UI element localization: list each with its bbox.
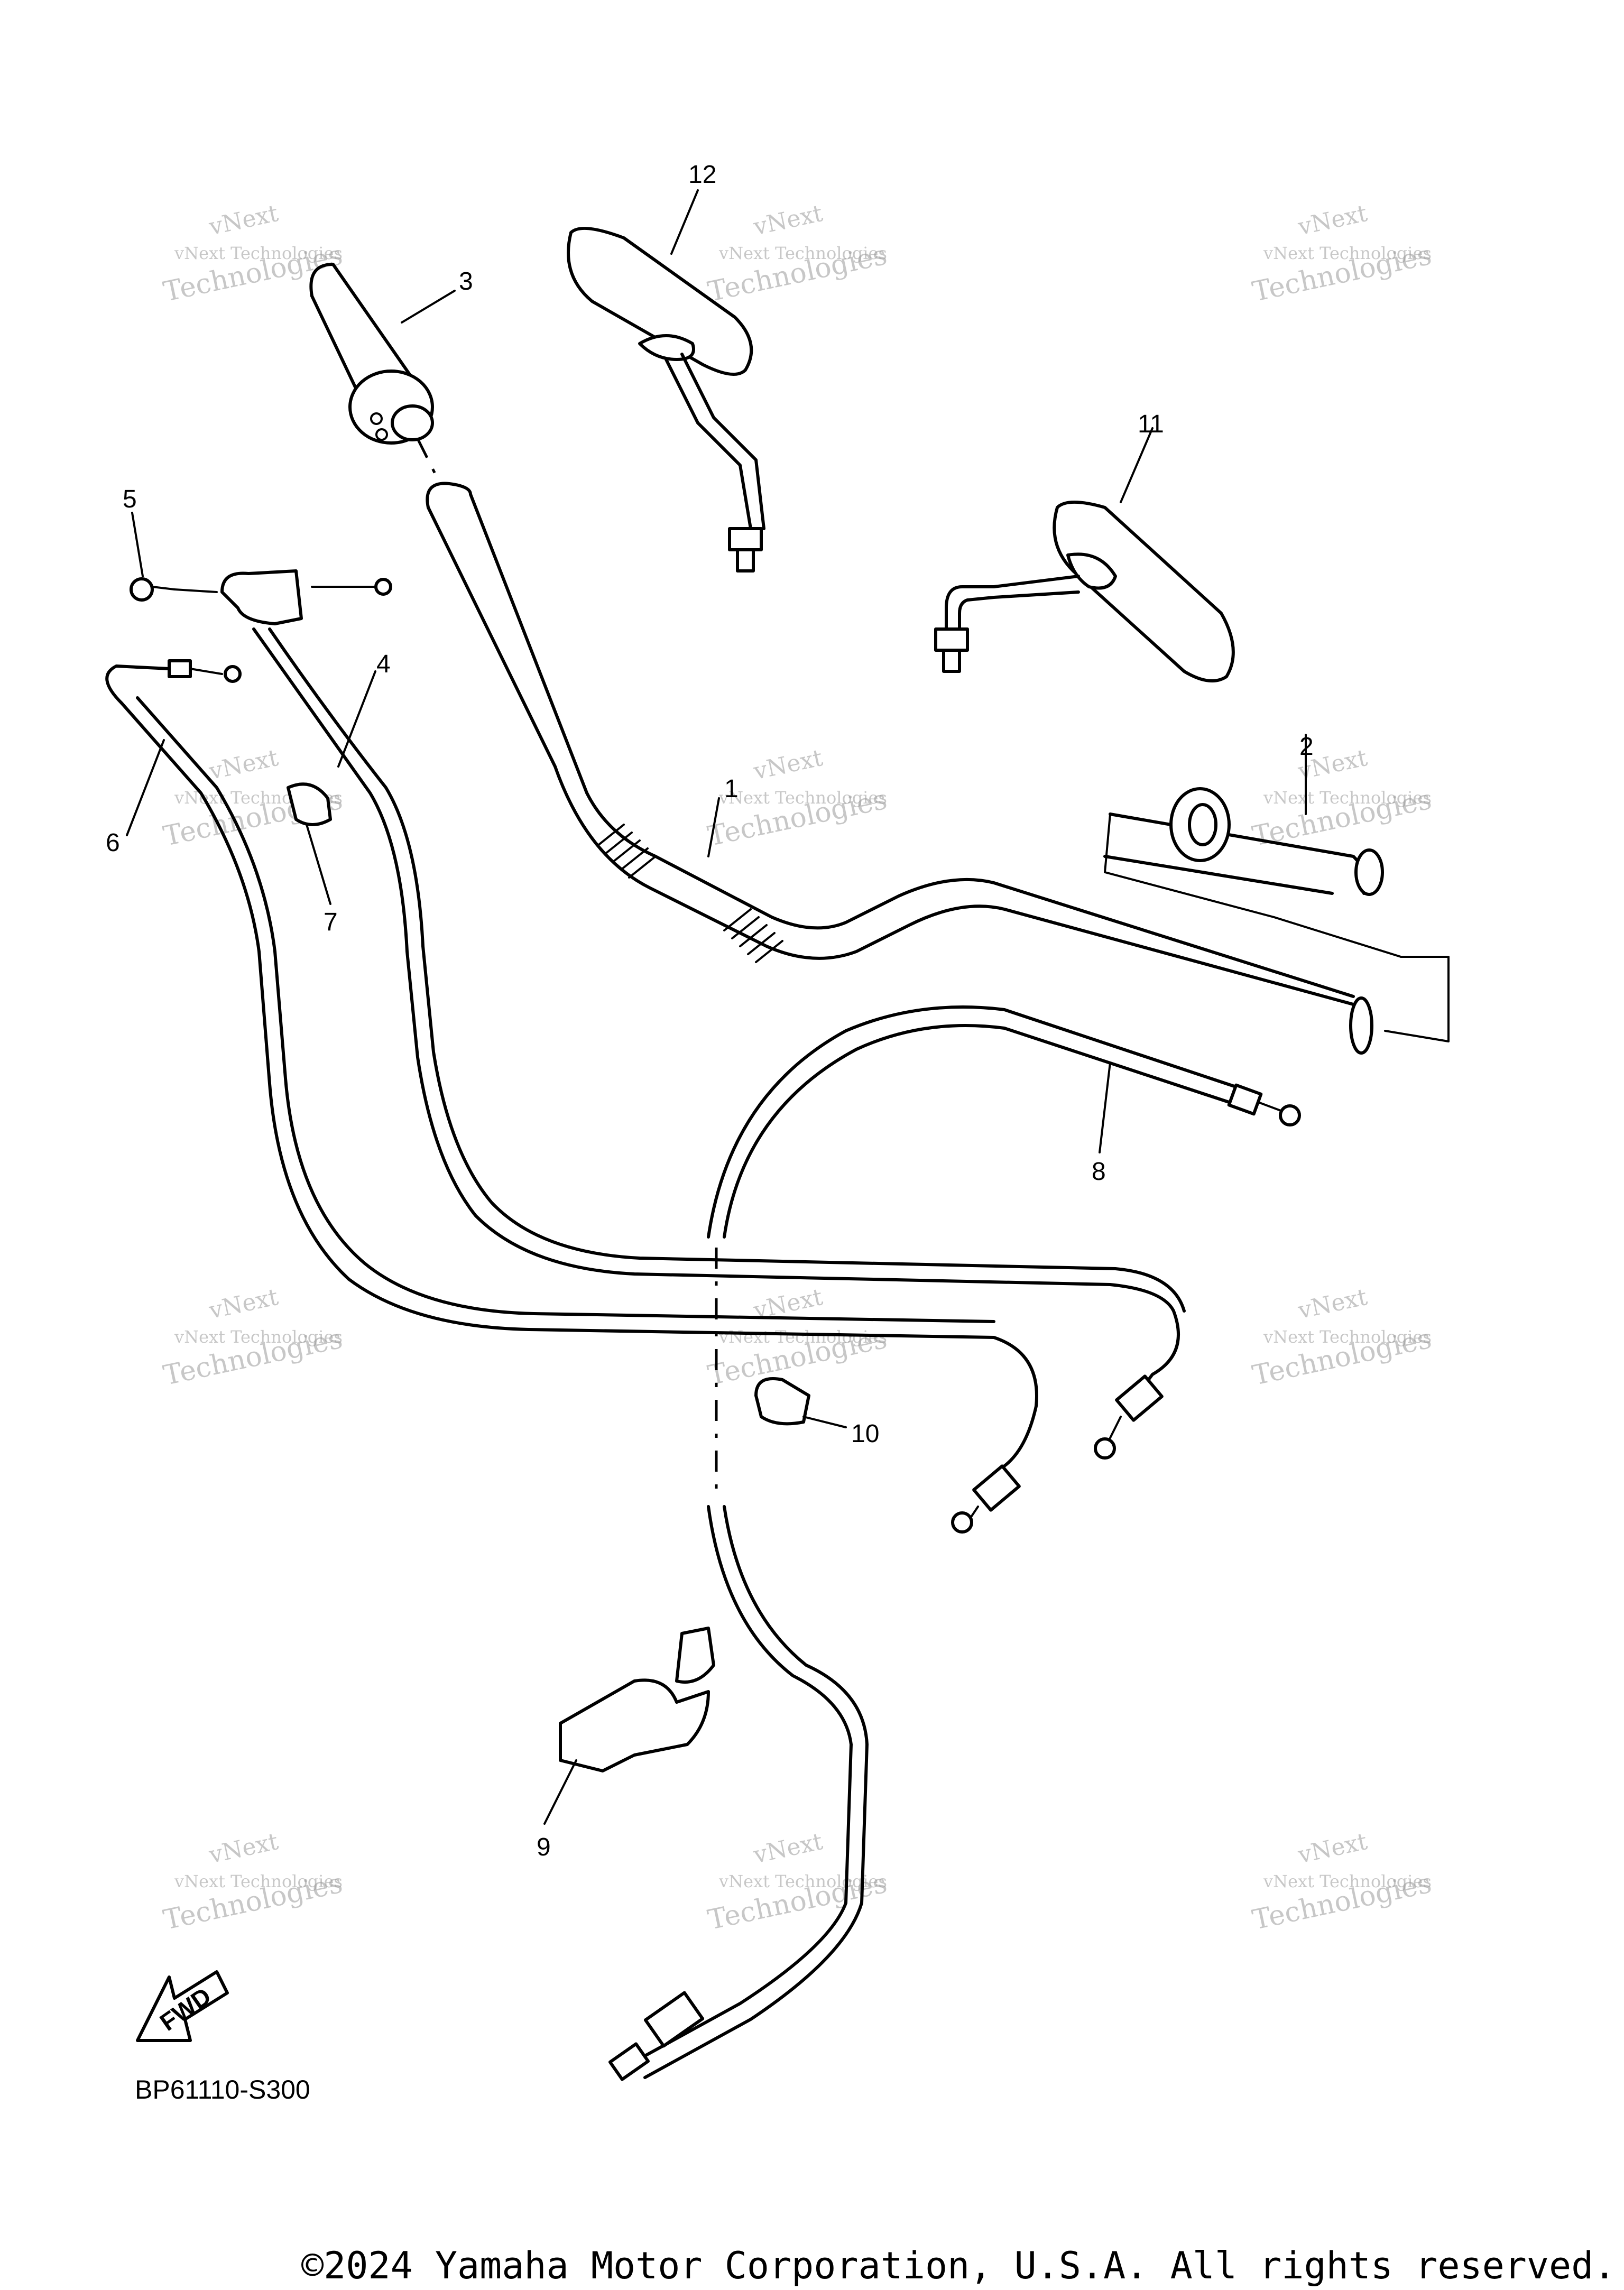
copyright-notice: ©2024 Yamaha Motor Corporation, U.S.A. A…	[301, 2244, 1616, 2287]
throttle-cable-return	[105, 659, 1038, 1534]
svg-text:vNext Technologies: vNext Technologies	[718, 788, 887, 808]
svg-text:vNext Technologies: vNext Technologies	[174, 1871, 343, 1891]
callout-7: 7	[324, 908, 338, 936]
callout-11: 11	[1138, 410, 1164, 438]
svg-text:vNext: vNext	[206, 1283, 281, 1325]
callout-9: 9	[537, 1833, 551, 1861]
callout-10: 10	[851, 1420, 879, 1448]
svg-text:vNext Technologies: vNext Technologies	[1263, 1871, 1432, 1891]
mirror-right	[934, 501, 1235, 682]
lever-holder	[559, 1627, 715, 1772]
svg-text:vNext: vNext	[751, 744, 825, 786]
cable-clip	[754, 1377, 810, 1426]
svg-text:vNext Technologies: vNext Technologies	[1263, 243, 1432, 263]
svg-text:vNext Technologies: vNext Technologies	[718, 1871, 887, 1891]
cable-holder	[220, 569, 392, 625]
svg-text:vNext Technologies: vNext Technologies	[1263, 1327, 1432, 1347]
watermark: vNext vNext Technologies Technologies	[1250, 1828, 1434, 1936]
callout-3: 3	[459, 267, 473, 296]
watermark: vNext vNext Technologies Technologies	[705, 1283, 890, 1392]
svg-text:vNext Technologies: vNext Technologies	[1263, 788, 1432, 808]
callout-6: 6	[106, 829, 120, 857]
svg-text:vNext: vNext	[206, 1828, 281, 1869]
svg-text:vNext: vNext	[751, 1828, 825, 1869]
callout-5: 5	[123, 485, 137, 513]
clutch-cable-upper	[707, 1005, 1301, 1239]
svg-text:vNext: vNext	[206, 744, 281, 786]
watermark: vNext vNext Technologies Technologies	[1250, 1283, 1434, 1392]
svg-text:vNext: vNext	[206, 200, 281, 241]
handlebar	[426, 482, 1373, 1055]
callout-8: 8	[1092, 1158, 1106, 1186]
callout-4: 4	[376, 650, 391, 678]
callout-2: 2	[1299, 733, 1314, 761]
svg-text:vNext Technologies: vNext Technologies	[718, 243, 887, 263]
watermark: vNext vNext Technologies Technologies	[161, 1828, 345, 1936]
svg-text:vNext Technologies: vNext Technologies	[174, 243, 343, 263]
watermark: vNext vNext Technologies Technologies	[161, 200, 345, 308]
svg-text:vNext: vNext	[1295, 200, 1370, 241]
watermark-grid: vNext vNext Technologies Technologies vN…	[161, 200, 1434, 1936]
svg-text:vNext: vNext	[751, 200, 825, 241]
cable-clamp	[287, 782, 332, 826]
svg-text:vNext Technologies: vNext Technologies	[174, 1327, 343, 1347]
svg-text:vNext: vNext	[1295, 1283, 1370, 1325]
mirror-left	[567, 227, 765, 572]
throttle-grip	[309, 263, 440, 482]
clutch-cable-lower	[608, 1505, 869, 2081]
throttle-cable-pull	[252, 627, 1186, 1460]
callout-1: 1	[724, 775, 739, 803]
watermark: vNext vNext Technologies Technologies	[161, 1283, 345, 1392]
watermark: vNext vNext Technologies Technologies	[1250, 200, 1434, 308]
fwd-arrow: FWD	[136, 1970, 229, 2042]
knurl	[596, 824, 783, 963]
watermark: vNext vNext Technologies Technologies	[1250, 744, 1434, 853]
watermark: vNext vNext Technologies Technologies	[705, 200, 890, 308]
leader-lines	[126, 189, 1307, 1825]
callouts: 1 2 3 4 5 6 7 8 9 10 11 12	[106, 161, 1314, 1861]
grip	[1103, 787, 1450, 1042]
svg-text:vNext: vNext	[1295, 1828, 1370, 1869]
drawing-code: BP61110-S300	[135, 2075, 310, 2104]
screw	[130, 577, 218, 602]
svg-text:vNext Technologies: vNext Technologies	[718, 1327, 887, 1347]
callout-12: 12	[688, 161, 716, 189]
